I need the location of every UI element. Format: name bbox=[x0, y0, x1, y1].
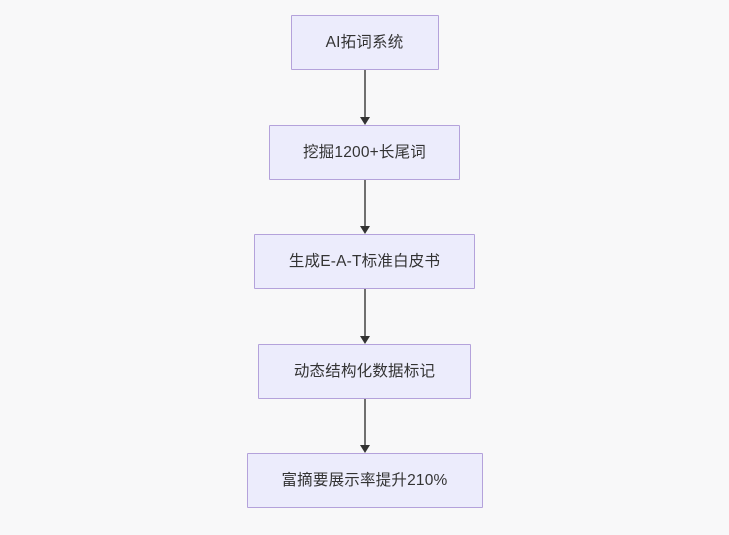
flow-node-rich-snippet-impression-lift[interactable]: 富摘要展示率提升210% bbox=[246, 453, 483, 508]
flow-node-dynamic-structured-data-markup[interactable]: 动态结构化数据标记 bbox=[258, 344, 471, 399]
flow-connector-1 bbox=[355, 70, 375, 125]
arrow-down-icon bbox=[359, 445, 370, 453]
flow-node-generate-eat-whitepaper[interactable]: 生成E-A-T标准白皮书 bbox=[254, 234, 475, 289]
flow-node-label: 富摘要展示率提升210% bbox=[281, 471, 448, 489]
connector-line bbox=[363, 399, 366, 445]
arrow-down-icon bbox=[359, 336, 370, 344]
flow-node-label: 挖掘1200+长尾词 bbox=[302, 143, 427, 161]
flow-node-mine-longtail-keywords[interactable]: 挖掘1200+长尾词 bbox=[269, 125, 460, 180]
arrow-down-icon bbox=[359, 117, 370, 125]
flow-connector-3 bbox=[355, 289, 375, 344]
connector-line bbox=[363, 289, 366, 336]
flow-connector-2 bbox=[355, 180, 375, 234]
flowchart-node-column: AI拓词系统 挖掘1200+长尾词 生成E-A-T标准白皮书 动态结构化数据标记 bbox=[246, 15, 483, 508]
flow-node-label: 生成E-A-T标准白皮书 bbox=[288, 252, 441, 270]
flow-node-ai-keyword-system[interactable]: AI拓词系统 bbox=[290, 15, 439, 70]
connector-line bbox=[363, 180, 366, 226]
flow-connector-4 bbox=[355, 399, 375, 453]
connector-line bbox=[363, 70, 366, 117]
flow-node-label: 动态结构化数据标记 bbox=[293, 362, 436, 380]
flow-node-label: AI拓词系统 bbox=[325, 33, 404, 51]
arrow-down-icon bbox=[359, 226, 370, 234]
